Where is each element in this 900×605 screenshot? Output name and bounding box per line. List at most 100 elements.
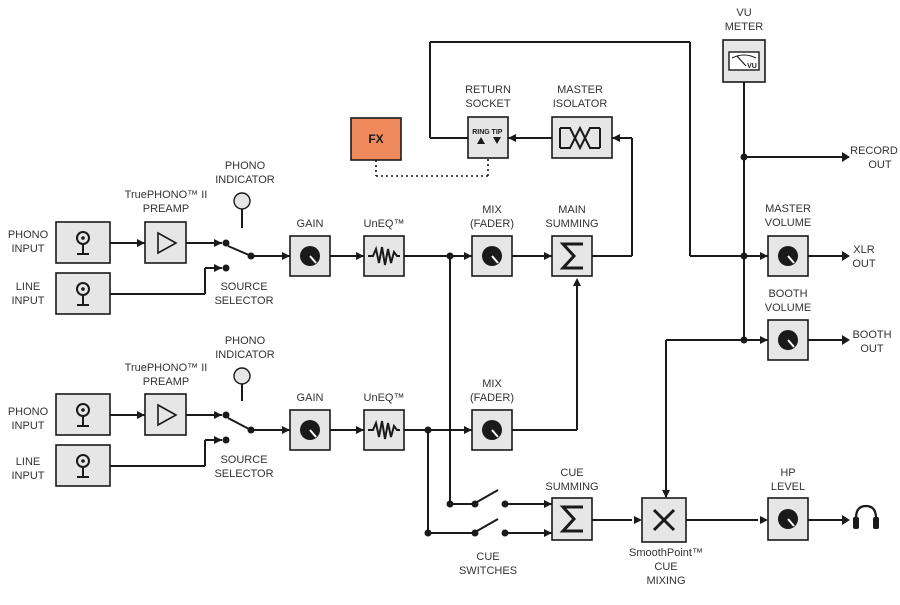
triangle-amp-icon [157,403,178,427]
mix-fader-2-label-l2: (FADER) [470,392,514,404]
knob-icon [778,330,798,350]
phono-indicator-2-label-l2: INDICATOR [215,349,275,361]
booth-out-label-l2: OUT [860,343,884,355]
line-input-1-label-l1: LINE [16,281,40,293]
source-selector-2-label-l1: SOURCE [220,454,267,466]
preamp-1-label-l2: PREAMP [143,203,189,215]
rca-jack-icon [76,403,90,427]
arrowheads [137,134,850,537]
hp-level-label-l2: LEVEL [771,481,805,493]
cue-switch-1[interactable] [471,489,509,508]
phono-input-1-label-l1: PHONO [8,229,49,241]
line-input-2 [55,444,111,487]
gain-1-label: GAIN [297,218,324,230]
source-selector-1-label-l2: SELECTOR [214,295,273,307]
master-volume-label-l1: MASTER [765,203,811,215]
master-volume-label-l2: VOLUME [765,217,811,229]
preamp-2 [144,393,187,436]
phono-input-1-label-l2: INPUT [12,243,45,255]
lamp-icon [233,367,251,385]
master-isolator-label-l2: ISOLATOR [553,98,608,110]
headphones-icon [853,504,879,529]
return-socket-label-l1: RETURN [465,84,511,96]
knob-icon [778,509,798,529]
fx-label: FX [368,132,383,146]
preamp-1 [144,221,187,264]
cue-switch-2[interactable] [471,518,509,537]
master-isolator-label-l1: MASTER [557,84,603,96]
mix-fader-2-label-l1: MIX [482,378,502,390]
main-summing [551,235,593,277]
uneq-2 [363,409,405,451]
cue-summing-label-l1: CUE [560,467,583,479]
gain-knob-1[interactable] [289,235,331,277]
signal-wires [110,41,842,534]
uneq-1-label: UnEQ™ [364,218,405,230]
zigzag-eq-icon [368,245,400,266]
uneq-1 [363,235,405,277]
booth-volume-knob[interactable] [767,319,809,361]
xlr-out-label-l2: OUT [852,258,876,270]
vu-meter-icon: VU [728,51,760,71]
gain-knob-2[interactable] [289,409,331,451]
main-summing-label-l2: SUMMING [545,218,598,230]
isolator-icon [559,125,601,151]
mix-fader-1-label-l1: MIX [482,204,502,216]
phono-input-1 [55,221,111,264]
rca-jack-icon [76,282,90,306]
source-selector-1[interactable] [222,239,255,272]
return-socket-label-l2: SOCKET [465,98,511,110]
phono-indicator-2 [233,367,251,401]
booth-volume-label-l2: VOLUME [765,302,811,314]
booth-out-label-l1: BOOTH [852,329,891,341]
source-selector-2[interactable] [222,411,255,444]
triangle-amp-icon [157,231,178,255]
vu-meter-label-l2: METER [725,21,764,33]
ring-label: RING [472,129,490,136]
phono-input-2-label-l1: PHONO [8,406,49,418]
sigma-icon [559,242,583,270]
return-socket[interactable]: RING TIP [467,116,509,159]
record-out-label-l2: OUT [868,159,892,171]
cue-mixing-label-l1: SmoothPoint™ [629,547,703,559]
rca-jack-icon [76,231,90,255]
cue-mixing-label-l3: MIXING [646,575,685,587]
cross-icon [652,508,676,532]
junction-dots [424,153,748,537]
preamp-2-label-l1: TruePHONO™ II [125,362,208,374]
cue-switches-label-l2: SWITCHES [459,565,517,577]
main-summing-label-l1: MAIN [558,204,586,216]
cue-summing [551,497,593,541]
knob-icon [300,246,320,266]
mix-fader-knob-2[interactable] [471,409,513,451]
preamp-2-label-l2: PREAMP [143,376,189,388]
cue-summing-label-l2: SUMMING [545,481,598,493]
source-selector-1-label-l1: SOURCE [220,281,267,293]
phono-indicator-2-label-l1: PHONO [225,335,266,347]
knob-icon [778,246,798,266]
uneq-2-label: UnEQ™ [364,392,405,404]
phono-input-2-label-l2: INPUT [12,420,45,432]
mix-fader-knob-1[interactable] [471,235,513,277]
tip-label: TIP [492,129,503,136]
fx-unit: FX [350,117,402,161]
cue-mixing[interactable] [641,497,687,543]
hp-level-knob[interactable] [767,497,809,541]
preamp-1-label-l1: TruePHONO™ II [125,189,208,201]
phono-indicator-1 [233,192,251,228]
phono-indicator-1-label-l2: INDICATOR [215,174,275,186]
hp-level-label-l1: HP [780,467,795,479]
master-volume-knob[interactable] [767,235,809,277]
master-isolator [551,116,613,159]
sigma-icon [559,505,583,533]
knob-icon [482,246,502,266]
source-selector-2-label-l2: SELECTOR [214,468,273,480]
lamp-icon [233,192,251,210]
line-input-2-label-l1: LINE [16,456,40,468]
gain-2-label: GAIN [297,392,324,404]
line-input-2-label-l2: INPUT [12,470,45,482]
record-out-label-l1: RECORD [850,145,898,157]
cue-switches-label-l1: CUE [476,551,499,563]
vu-mark: VU [747,63,757,70]
